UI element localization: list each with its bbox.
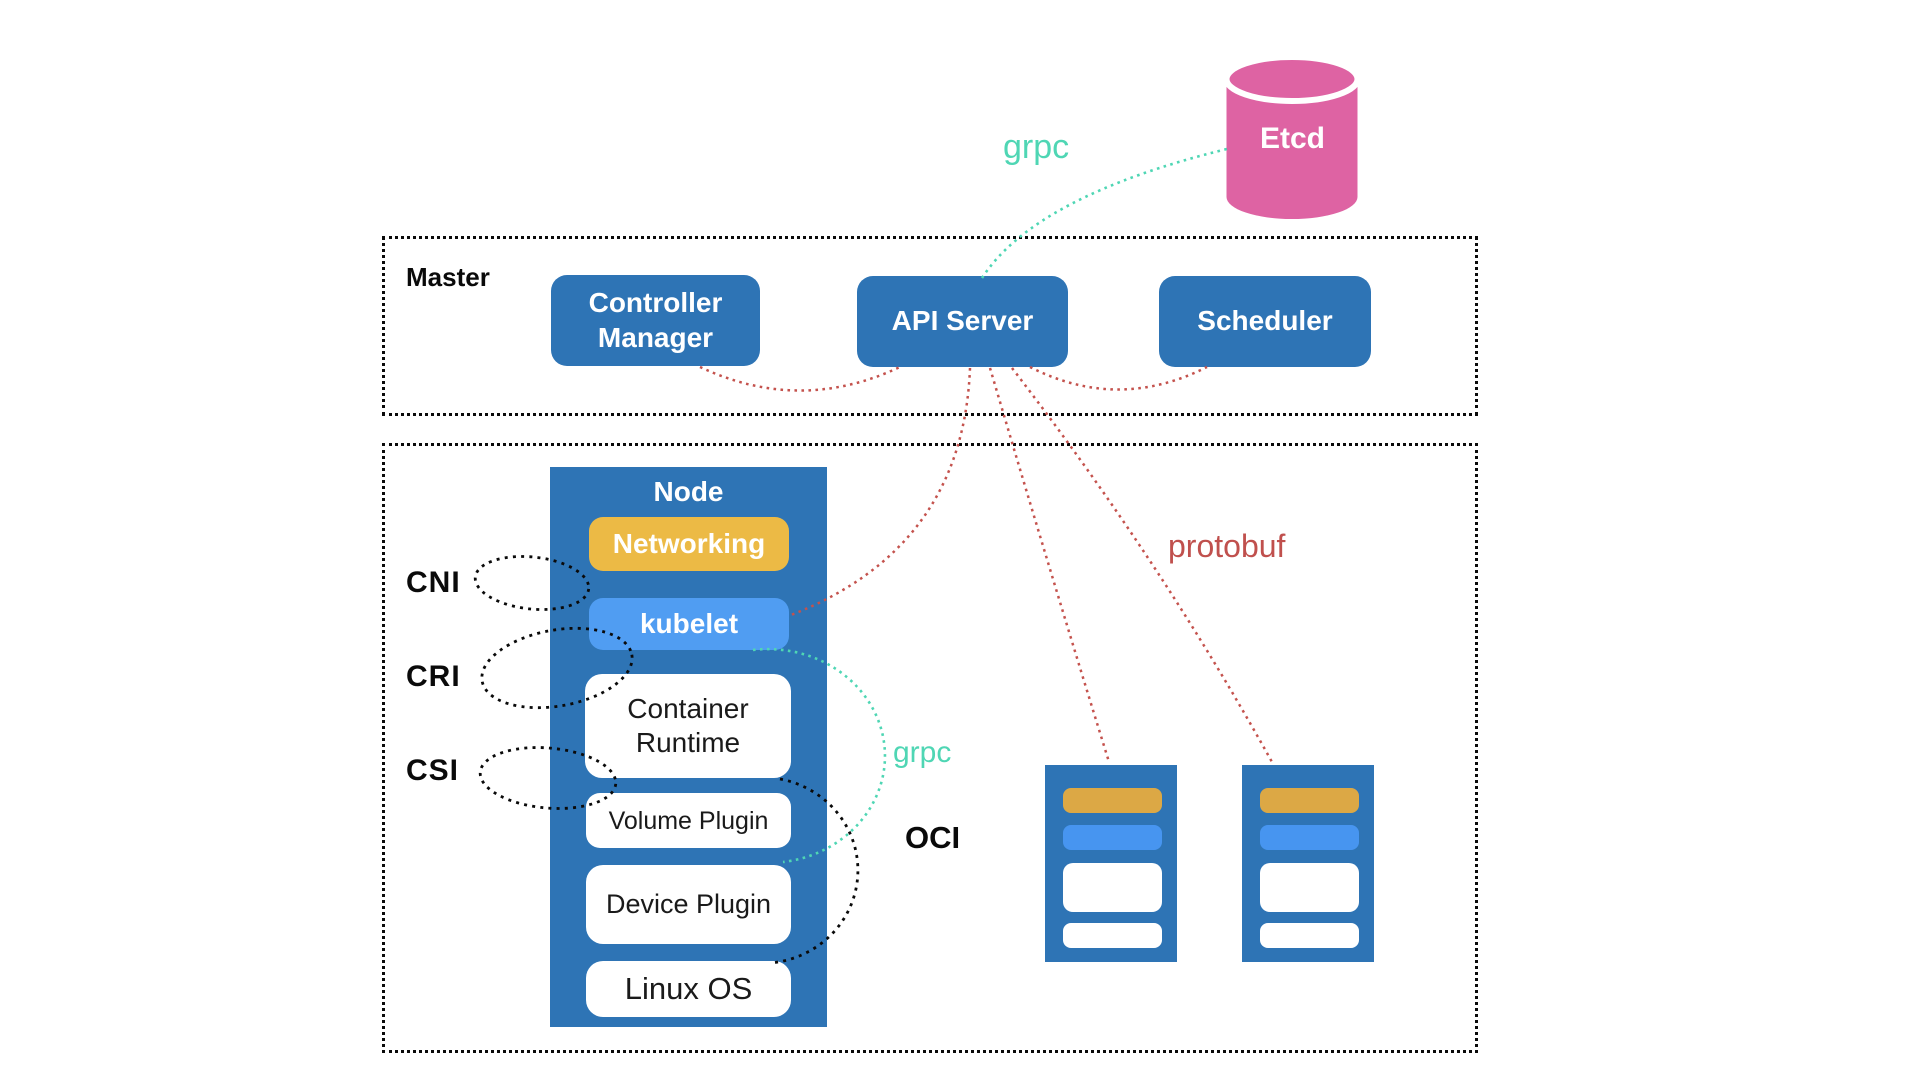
networking-box: Networking <box>589 517 789 571</box>
worker-node-mini-1 <box>1045 765 1177 962</box>
node-label: Node <box>653 476 724 507</box>
mini-kubelet-strip <box>1260 825 1359 850</box>
grpc-node-label: grpc <box>893 736 952 769</box>
oci-label: OCI <box>905 820 961 855</box>
linux-os-label: Linux OS <box>624 971 753 1007</box>
mini-runtime-strip <box>1260 863 1359 912</box>
csi-label: CSI <box>406 754 460 787</box>
scheduler-label: Scheduler <box>1197 305 1333 337</box>
device-plugin-box: Device Plugin <box>586 865 791 944</box>
container-runtime-label: Container Runtime <box>627 693 749 758</box>
mini-kubelet-strip <box>1063 825 1162 850</box>
mini-os-strip <box>1260 923 1359 948</box>
mini-os-strip <box>1063 923 1162 948</box>
worker-node-mini-2 <box>1242 765 1374 962</box>
mini-networking-strip <box>1260 788 1359 813</box>
kubelet-label: kubelet <box>639 608 739 639</box>
networking-label: Networking <box>612 528 766 559</box>
api-server-label: API Server <box>891 305 1034 337</box>
mini-networking-strip <box>1063 788 1162 813</box>
protobuf-label: protobuf <box>1168 528 1286 564</box>
mini-runtime-strip <box>1063 863 1162 912</box>
grpc-etcd-label: grpc <box>1003 128 1070 166</box>
container-runtime-box: Container Runtime <box>585 674 791 778</box>
device-plugin-label: Device Plugin <box>605 889 772 920</box>
etcd-label: Etcd <box>1259 122 1325 155</box>
api-server-box: API Server <box>857 276 1068 367</box>
linux-os-box: Linux OS <box>586 961 791 1017</box>
kubelet-box: kubelet <box>589 598 789 650</box>
scheduler-box: Scheduler <box>1159 276 1371 367</box>
volume-plugin-label: Volume Plugin <box>608 806 769 835</box>
volume-plugin-box: Volume Plugin <box>586 793 791 848</box>
master-label: Master <box>406 262 490 292</box>
controller-manager-box: Controller Manager <box>551 275 760 366</box>
cni-label: CNI <box>406 566 461 599</box>
cri-label: CRI <box>406 660 461 693</box>
controller-manager-label: Controller Manager <box>588 287 723 353</box>
